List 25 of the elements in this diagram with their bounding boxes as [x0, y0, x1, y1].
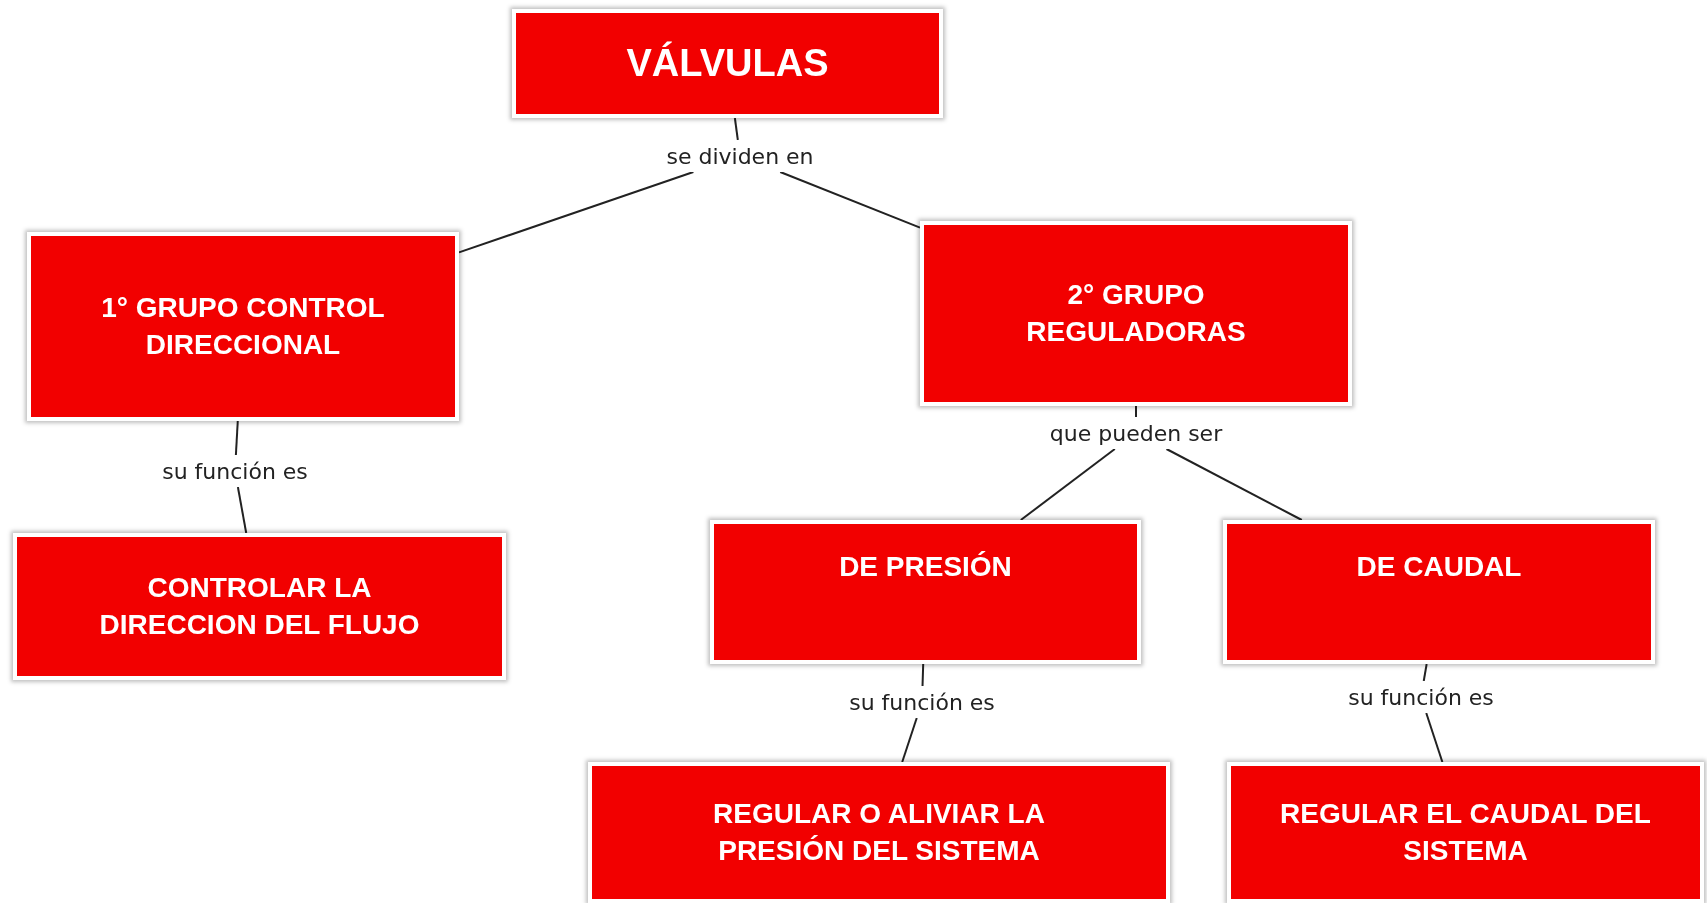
linking-phrase: su función es: [848, 689, 996, 715]
linking-phrase: se dividen en: [665, 143, 815, 169]
concept-label: DE PRESIÓN: [838, 549, 1013, 584]
linking-phrase: su función es: [161, 458, 309, 484]
concept-label: DE CAUDAL: [1355, 549, 1523, 584]
connector-line: [733, 117, 739, 141]
connector-line: [901, 717, 918, 763]
connector-line: [1165, 448, 1303, 521]
concept-label: 2° GRUPO REGULADORAS: [1025, 278, 1247, 349]
concept-label: VÁLVULAS: [625, 40, 830, 86]
connector-line: [234, 420, 239, 456]
connector-line: [1019, 448, 1116, 521]
concept-label: 1° GRUPO CONTROL DIRECCIONAL: [100, 291, 386, 362]
connector-line: [1422, 663, 1428, 682]
linking-phrase: que pueden ser: [1048, 420, 1224, 446]
linking-phrase: su función es: [1347, 684, 1495, 710]
concept-label: REGULAR EL CAUDAL DEL SISTEMA: [1279, 797, 1652, 868]
connector-line: [458, 171, 695, 254]
connector-line: [1135, 405, 1137, 418]
connector-line: [236, 486, 248, 534]
concept-label: CONTROLAR LA DIRECCION DEL FLUJO: [98, 571, 421, 642]
connector-line: [779, 171, 921, 229]
connector-line: [1425, 712, 1444, 763]
concept-label: REGULAR O ALIVIAR LA PRESIÓN DEL SISTEMA: [712, 797, 1046, 868]
connector-line: [921, 663, 925, 687]
